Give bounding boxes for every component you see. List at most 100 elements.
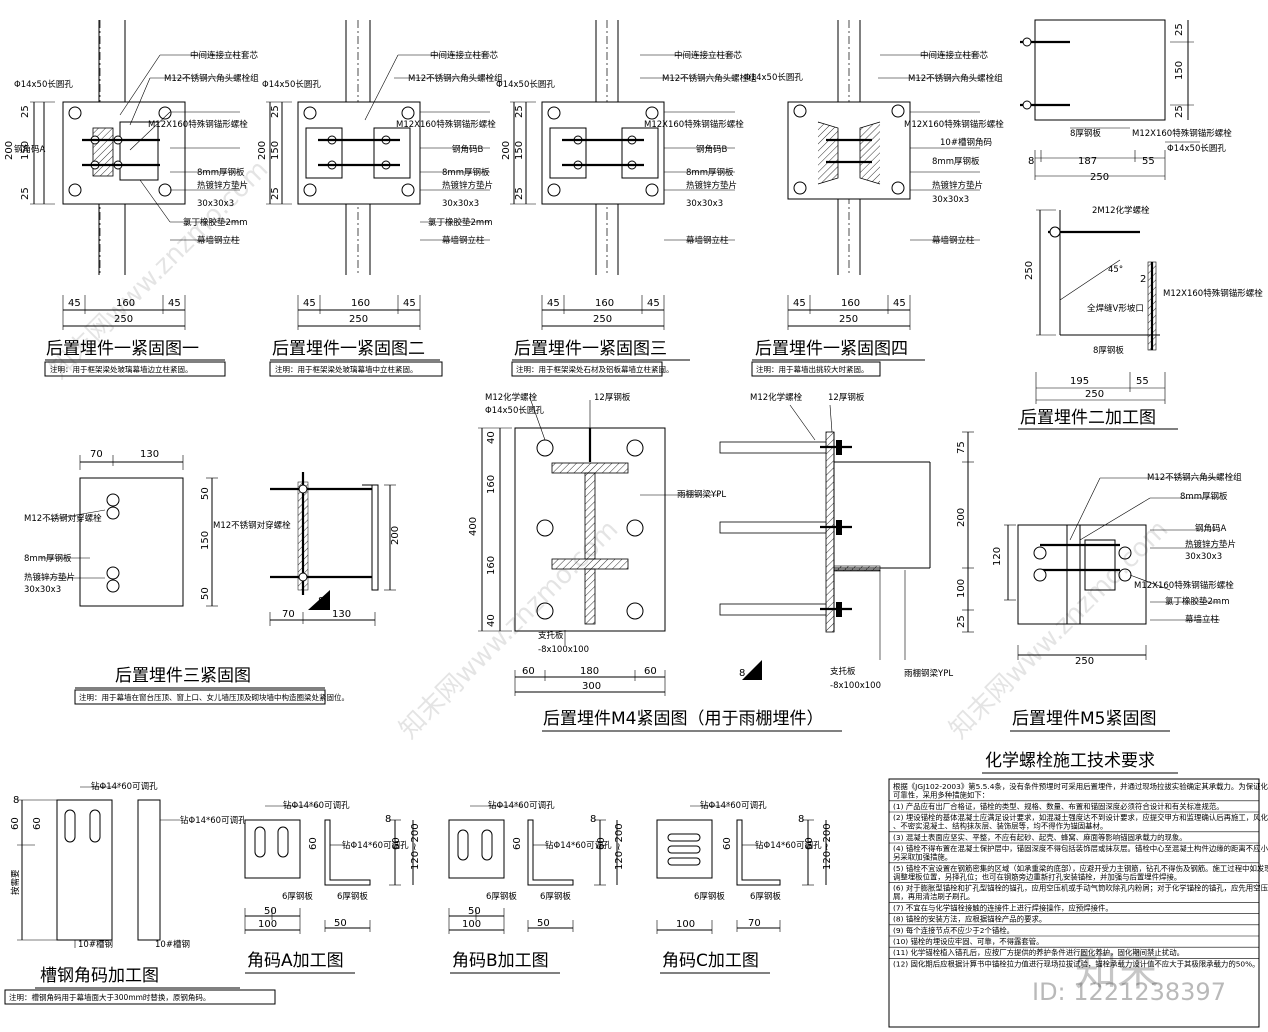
fig10-dim-5: 100 bbox=[258, 919, 277, 930]
watermark-logo: 知末 bbox=[1075, 946, 1159, 995]
fig8-label-0: M12不锈钢六角头螺栓组 bbox=[1147, 472, 1242, 483]
fig10-dim-0: 8 bbox=[385, 814, 391, 825]
spec-row: (10) 锚栓的埋设应牢固、可靠，不得露套管。 bbox=[893, 937, 1044, 946]
fig4-dim-3: 250 bbox=[839, 314, 858, 325]
fig2-label-3: M12X160特殊钢锚形螺栓 bbox=[396, 119, 496, 130]
fig6-dim-8: 8 bbox=[318, 596, 324, 607]
fig2-dim-7: 200 bbox=[257, 141, 268, 160]
fig11-dim-0: 8 bbox=[590, 814, 596, 825]
fig11-dim-3: 120~200 bbox=[614, 823, 625, 870]
fig9-label-2: 10#槽钢 bbox=[78, 939, 113, 950]
fig12-label-3: 6厚钢板 bbox=[750, 891, 781, 902]
fig7-label-0: M12化学螺栓 bbox=[485, 392, 538, 403]
fig12-dim-1: 60 bbox=[804, 837, 815, 850]
spec-row: (11) 化学锚栓植入锚孔后，应按厂方提供的养护条件进行固化养护，固化期间禁止扰… bbox=[893, 948, 1184, 957]
fig12-dim-6: 70 bbox=[748, 918, 761, 929]
fig7-label-1: Φ14x50长圆孔 bbox=[485, 405, 544, 416]
fig11-dim-5: 100 bbox=[462, 919, 481, 930]
watermark-id: ID: 1221238397 bbox=[1032, 978, 1226, 1006]
fig4-label-2: Φ14x50长圆孔 bbox=[744, 72, 803, 83]
fig12-dim-4: 100 bbox=[676, 919, 695, 930]
fig2-dim-2: 45 bbox=[403, 298, 416, 309]
fig2-label-8: 氯丁橡胶垫2mm bbox=[428, 217, 492, 228]
fig7-label-3: 雨棚钢梁YPL bbox=[677, 489, 726, 500]
fig7-dim-4: 400 bbox=[468, 517, 479, 536]
fig3-label-6: 热镀锌方垫片 bbox=[686, 180, 737, 191]
fig7-label-9: 支托板 bbox=[830, 666, 856, 677]
fig7-dim-2: 160 bbox=[486, 556, 497, 575]
fig5-processing-drawing-2: 25 150 25 8厚钢板 M12X160特殊钢锚形螺栓 Φ14x50长圆孔 … bbox=[1018, 19, 1263, 430]
fig6-label-3: 30x30x3 bbox=[24, 585, 61, 595]
fig4-label-8: 幕墙钢立柱 bbox=[932, 235, 975, 246]
spec-row: (1) 产品应有出厂合格证，锚栓的类型、规格、数量、布置和锚固深度必须符合设计和… bbox=[893, 802, 1224, 811]
fig4-note: 注明：用于幕墙出挑较大时紧固。 bbox=[756, 364, 869, 374]
fig3-label-2: Φ14x50长圆孔 bbox=[496, 79, 555, 90]
fig7-label-2: 12厚钢板 bbox=[594, 392, 631, 403]
fig2-label-7: 30x30x3 bbox=[442, 199, 479, 209]
fig9-dim-1: 60 bbox=[10, 817, 21, 830]
fig3-label-4: 钢角码B bbox=[696, 144, 728, 155]
fig6-title: 后置埋件三紧固图 bbox=[115, 666, 251, 686]
fig7-dim-11: 100 bbox=[956, 579, 967, 598]
fig10-label-1: 钻Φ14*60可调孔 bbox=[342, 840, 409, 851]
fig3-tight-mount-3: 中间连接立柱套芯 M12不锈钢六角头螺栓组 Φ14x50长圆孔 M12X160特… bbox=[496, 20, 757, 377]
spec-row: (5) 锚栓不宜设置在钢筋密集的区域（如承重梁的底部），应避开受力主钢筋，钻孔不… bbox=[893, 864, 1268, 882]
fig7-label-10: -8x100x100 bbox=[830, 681, 881, 691]
fig2-dim-3: 250 bbox=[349, 314, 368, 325]
fig1-label-2: Φ14x50长圆孔 bbox=[14, 79, 73, 90]
fig6-dim-6: 70 bbox=[282, 609, 295, 620]
spec-row: (8) 锚栓的安装方法，应根据锚栓产品的要求。 bbox=[893, 915, 1046, 924]
fig8-label-3: 热镀锌方垫片 bbox=[1185, 539, 1236, 550]
fig4-tight-mount-4: 中间连接立柱套芯 M12不锈钢六角头螺栓组 Φ14x50长圆孔 M12X160特… bbox=[744, 20, 1004, 377]
fig8-label-5: M12X160特殊钢锚形螺栓 bbox=[1134, 580, 1234, 591]
fig5-label-1: M12X160特殊钢锚形螺栓 bbox=[1132, 128, 1232, 139]
fig9-dim-0: 8 bbox=[13, 795, 19, 806]
fig3-dim-7: 200 bbox=[501, 141, 512, 160]
fig7-anchor-bolts bbox=[719, 440, 852, 617]
fig7-dim-8: 300 bbox=[582, 681, 601, 692]
fig3-dim-6: 25 bbox=[514, 187, 525, 200]
fig9-dim-2: 60 bbox=[32, 817, 43, 830]
fig1-dim-5: 150 bbox=[20, 141, 31, 160]
fig2-dim-6: 25 bbox=[270, 187, 281, 200]
fig5-dim-3: 8 bbox=[1028, 156, 1034, 167]
fig7-dim-1: 160 bbox=[486, 475, 497, 494]
fig11-dim-6: 50 bbox=[537, 918, 550, 929]
spec-row: (3) 混凝土表面应坚实、平整，不应有起砂、起壳、蜂窝、麻面等影响锚固承载力的现… bbox=[893, 833, 1187, 842]
fig9-dim-3: 按需要 bbox=[10, 869, 21, 895]
fig8-label-4: 30x30x3 bbox=[1185, 552, 1222, 562]
spec-rows: 根据《JGJ102-2003》第5.5.4条，没有条件预埋时可采用后置埋件，并通… bbox=[889, 782, 1268, 968]
fig2-label-0: 中间连接立柱套芯 bbox=[430, 50, 499, 61]
spec-row: (6) 对于膨胀型锚栓和扩孔型锚栓的锚孔，应用空压机或手动气筒吹除孔内粉屑；对于… bbox=[893, 884, 1268, 902]
spec-row: (9) 每个连接节点不应少于2个锚栓。 bbox=[893, 926, 1014, 935]
fig8-label-7: 幕墙立柱 bbox=[1185, 614, 1220, 625]
fig3-label-3: M12X160特殊钢锚形螺栓 bbox=[644, 119, 744, 130]
fig5-dim-2: 25 bbox=[1174, 105, 1185, 118]
fig3-label-8: 幕墙钢立柱 bbox=[686, 235, 729, 246]
fig11-angle-b: 8 60 60 120~200 50 100 50 70 钻Φ14*60可调孔 … bbox=[448, 800, 625, 974]
fig6-dim-5: 200 bbox=[390, 526, 401, 545]
fig6-label-0: M12不锈钢对穿螺栓 bbox=[24, 513, 102, 524]
fig7-dim-5: 60 bbox=[522, 666, 535, 677]
fig3-label-0: 中间连接立柱套芯 bbox=[674, 50, 743, 61]
fig7-label-4: 支托板 bbox=[538, 630, 564, 641]
fig1-dim-1: 160 bbox=[116, 298, 135, 309]
fig5-dim-6: 250 bbox=[1090, 172, 1109, 183]
fig6-dim-4: 50 bbox=[200, 587, 211, 600]
fig4-label-0: 中间连接立柱套芯 bbox=[920, 50, 989, 61]
fig3-label-1: M12不锈钢六角头螺栓组 bbox=[662, 73, 757, 84]
fig12-dim-2: 60 bbox=[722, 837, 733, 850]
fig4-label-5: 8mm厚钢板 bbox=[932, 156, 980, 167]
fig7-dim-12: 25 bbox=[956, 615, 967, 628]
fig5-dim-4: 187 bbox=[1078, 156, 1097, 167]
fig2-note: 注明：用于框架梁处玻璃幕墙中立柱紧固。 bbox=[275, 364, 418, 374]
fig1-tight-mount-1: 中间连接立柱套芯 M12不锈钢六角头螺栓组 Φ14x50长圆孔 M12X160特… bbox=[4, 20, 259, 377]
fig7-label-5: -8x100x100 bbox=[538, 645, 589, 655]
fig3-label-5: 8mm厚钢板 bbox=[686, 167, 734, 178]
fig3-dim-4: 25 bbox=[514, 105, 525, 118]
fig1-dim-7: 200 bbox=[4, 141, 15, 160]
fig5-dim-10: 250 bbox=[1085, 389, 1104, 400]
fig7-title: 后置埋件M4紧固图（用于雨棚埋件） bbox=[543, 709, 823, 729]
fig10-dim-3: 120~200 bbox=[410, 823, 421, 870]
